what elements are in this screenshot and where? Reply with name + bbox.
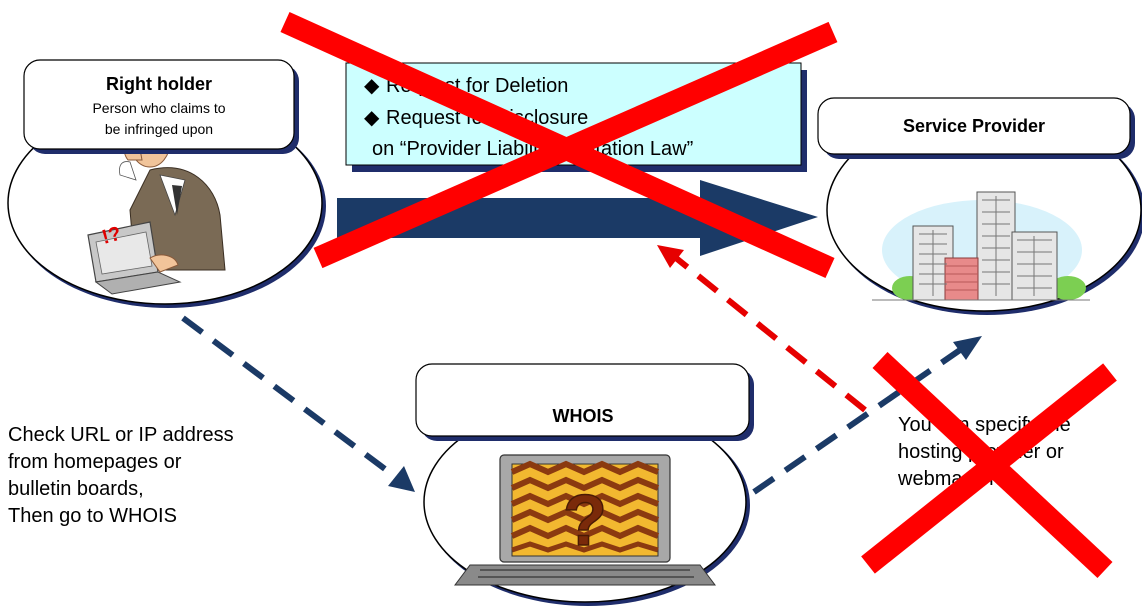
dashed-arrow-to-provider [752,347,962,495]
request-bullet-1: ◆ [364,75,380,97]
request-bullet-2: ◆ [364,107,380,129]
red-cross-small [861,351,1117,579]
red-cross-small-stroke-2 [861,363,1117,574]
red-cross-large-stroke-2 [313,21,838,269]
left-note: Check URL or IP address from homepages o… [8,424,234,527]
right-holder-subtitle-line1: Person who claims to [92,100,225,116]
office-buildings-icon [872,191,1090,301]
whois-title: WHOIS [553,406,614,426]
arrowhead-to-whois [388,466,415,492]
red-arrowhead [657,245,684,268]
left-note-line3: bulletin boards, [8,478,144,500]
dashed-arrow-to-whois [181,315,399,481]
whois-label-box [415,363,750,437]
service-provider-title: Service Provider [903,116,1045,136]
laptop-question-icon: ? [454,454,716,586]
left-note-line1: Check URL or IP address [8,424,234,446]
service-provider-node: Service Provider [817,97,1142,315]
svg-text:?: ? [563,481,607,561]
right-holder-label-box [23,59,295,150]
arrowhead-to-provider [953,336,982,360]
request-line-law: on “Provider Liability Limitation Law” [372,138,693,160]
right-holder-subtitle-line2: be infringed upon [105,121,213,137]
right-holder-title: Right holder [106,74,212,94]
left-note-line2: from homepages or [8,451,182,473]
right-holder-node: !? Right holder Person who claims to be … [7,59,326,308]
service-provider-label-box [817,97,1131,155]
alert-mark: !? [100,223,124,249]
red-cross-large [280,11,838,279]
left-note-line4: Then go to WHOIS [8,505,177,527]
whois-node: ? WHOIS [415,363,754,606]
dashed-red-arrow [674,255,867,413]
